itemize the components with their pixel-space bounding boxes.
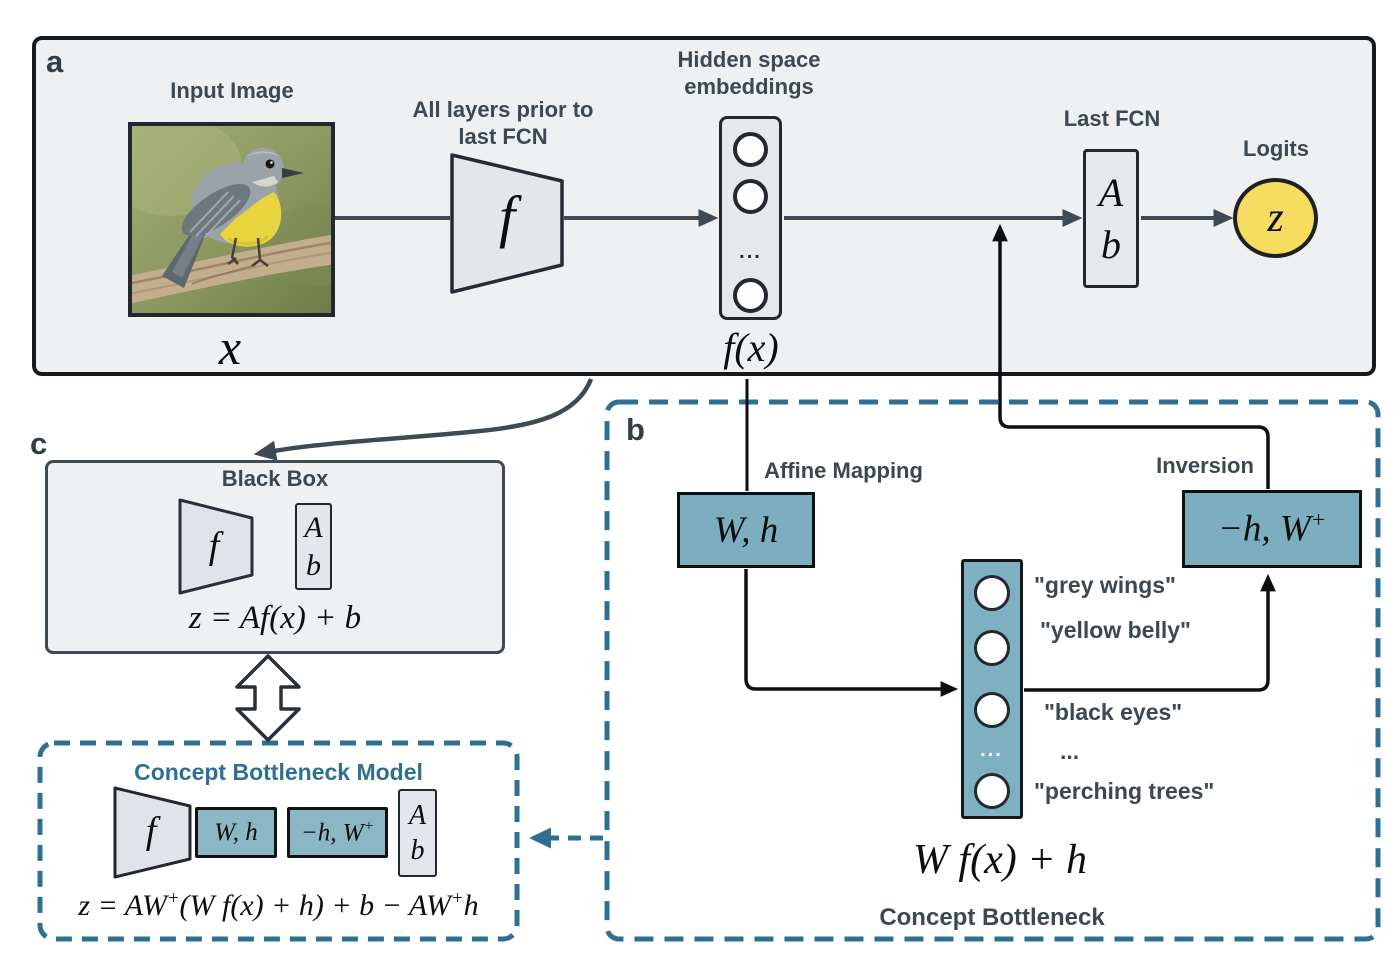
vector-caption: W f(x) + h <box>912 837 1088 883</box>
arrow-pipeline-to-blackbox <box>253 378 594 461</box>
cbm-dashed-border <box>37 740 520 942</box>
bird-beak <box>282 168 304 178</box>
last-fcn-box: A b <box>1083 149 1139 288</box>
encoder-label-line2: last FCN <box>458 124 548 149</box>
affine-mapping-box: W, h <box>677 492 815 568</box>
blackbox-fcn-A: A <box>304 510 323 544</box>
bird-eye <box>265 159 275 169</box>
last-fcn-label: Last FCN <box>1063 106 1161 131</box>
concept-vector: ... <box>961 559 1023 819</box>
cbm-title: Concept Bottleneck Model <box>134 759 423 785</box>
embeddings-caption-fx: f(x) <box>723 325 779 370</box>
inversion-symbol: −h, W+ <box>1217 507 1327 550</box>
fcn-symbol-A: A <box>1098 169 1124 215</box>
embedding-node <box>733 132 768 167</box>
embeddings-vector: ... <box>719 116 782 320</box>
embeddings-label-line1: Hidden space <box>677 47 821 72</box>
embedding-dots: ... <box>739 241 762 263</box>
panel-c-label: c <box>30 426 48 461</box>
blackbox-encoder-symbol: f <box>208 525 220 567</box>
arrow-inversion-to-pipeline <box>992 223 1270 489</box>
concept-vector-dots: ... <box>980 739 1003 761</box>
concept-label-grey-wings: "grey wings" <box>1034 572 1176 598</box>
embeddings-label-line2: embeddings <box>684 74 814 99</box>
concept-label-dots: ... <box>1060 738 1080 764</box>
equivalence-double-arrow <box>235 654 301 742</box>
concept-node <box>974 773 1010 809</box>
affine-symbol: W, h <box>713 509 779 551</box>
logits-symbol-z: z <box>1267 195 1284 241</box>
panel-a-label: a <box>46 44 64 79</box>
logits-label: Logits <box>1243 136 1309 161</box>
concept-label-black-eyes: "black eyes" <box>1044 699 1183 725</box>
encoder-label: All layers prior to last FCN <box>385 96 621 150</box>
input-image-label: Input Image <box>170 78 294 103</box>
cbm-fcn-A: A <box>408 800 427 831</box>
concept-bottleneck-dashed-border <box>604 399 1381 942</box>
blackbox-fcn-b: b <box>306 548 321 582</box>
concept-node <box>974 692 1010 728</box>
cbm-inversion-box: −h, W+ <box>287 807 388 858</box>
encoder-trapezoid-blackbox <box>178 498 254 595</box>
input-caption-x: x <box>218 319 242 375</box>
cbm-affine-box: W, h <box>195 807 277 858</box>
inversion-label: Inversion <box>1156 453 1254 478</box>
bird-belly <box>220 192 282 247</box>
concept-label-perching-trees: "perching trees" <box>1034 778 1215 804</box>
encoder-trapezoid-a <box>450 153 564 294</box>
cbm-fcn-b: b <box>410 835 425 866</box>
cbm-affine-symbol: W, h <box>214 818 258 846</box>
concept-bottleneck-title: Concept Bottleneck <box>879 904 1105 931</box>
black-box-title: Black Box <box>221 466 329 491</box>
blackbox-fcn-box: A b <box>295 503 332 590</box>
cbm-inversion-symbol: −h, W+ <box>300 817 375 847</box>
affine-mapping-label: Affine Mapping <box>764 458 923 483</box>
inversion-box: −h, W+ <box>1182 490 1362 568</box>
cbm-fcn-box: A b <box>398 789 437 877</box>
cbm-encoder-symbol: f <box>145 810 157 852</box>
fcn-symbol-b: b <box>1101 221 1121 267</box>
concept-label-yellow-belly: "yellow belly" <box>1040 617 1191 643</box>
arrow-affine-to-vector <box>744 569 959 697</box>
concept-node <box>974 575 1010 611</box>
panel-b-label: b <box>626 412 645 447</box>
embeddings-label: Hidden space embeddings <box>629 46 869 100</box>
encoder-symbol-a: f <box>498 184 516 249</box>
embedding-node <box>733 278 768 313</box>
encoder-trapezoid-cbm <box>113 786 192 879</box>
blackbox-equation: z = Af(x) + b <box>188 600 362 636</box>
encoder-label-line1: All layers prior to <box>412 97 594 122</box>
cbm-equation: z = AW+(W f(x) + h) + b − AW+h <box>78 888 479 922</box>
bird-photo <box>132 126 331 313</box>
black-box-container <box>45 460 505 654</box>
logits-node: z <box>1233 178 1318 258</box>
arrow-vector-to-inversion <box>1024 573 1276 692</box>
input-image <box>128 122 335 317</box>
concept-node <box>974 630 1010 666</box>
embedding-node <box>733 179 768 214</box>
